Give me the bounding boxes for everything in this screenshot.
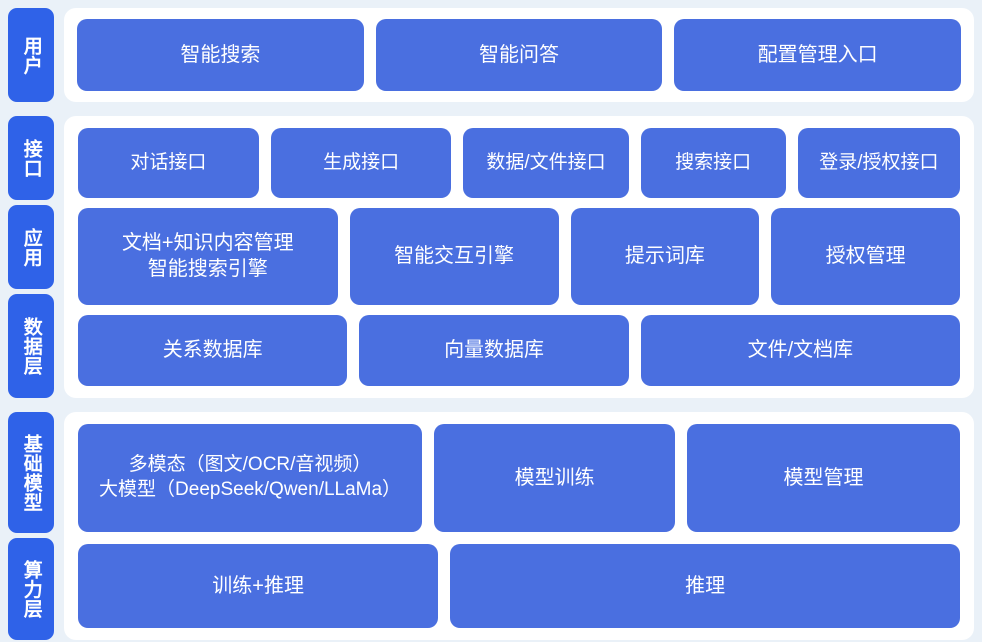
band-platform-panel: 对话接口 生成接口 数据/文件接口 搜索接口 登录/授权接口 文档+知识内容管理… <box>64 116 974 398</box>
box-training-plus-inference[interactable]: 训练+推理 <box>78 543 439 628</box>
box-model-training[interactable]: 模型训练 <box>434 424 676 532</box>
box-inference[interactable]: 推理 <box>450 543 960 628</box>
box-authorization-management[interactable]: 授权管理 <box>771 207 960 305</box>
box-config-management-entry[interactable]: 配置管理入口 <box>674 19 962 91</box>
layer-tab-application[interactable]: 应用 <box>8 205 54 290</box>
box-relational-database[interactable]: 关系数据库 <box>78 314 348 387</box>
box-doc-knowledge-management-line2: 智能搜索引擎 <box>147 258 268 281</box>
layer-tab-data[interactable]: 数据层 <box>8 294 54 399</box>
row-user-entries: 智能搜索 智能问答 配置管理入口 <box>77 19 962 91</box>
box-multimodal-large-model-line2: 大模型（DeepSeek/Qwen/LLaMa） <box>99 478 402 500</box>
box-login-auth-api[interactable]: 登录/授权接口 <box>797 128 960 198</box>
box-file-document-store[interactable]: 文件/文档库 <box>640 314 960 387</box>
band-platform: 接口 应用 数据层 对话接口 生成接口 数据/文件接口 搜索接口 登录/授权接口… <box>8 116 974 399</box>
box-doc-knowledge-management-line1: 文档+知识内容管理 <box>121 232 294 255</box>
box-multimodal-large-model-line1: 多模态（图文/OCR/音视频） <box>128 454 372 476</box>
band-user-panel: 智能搜索 智能问答 配置管理入口 <box>64 8 974 102</box>
layer-tab-foundation-model[interactable]: 基础模型 <box>8 412 54 534</box>
box-data-file-api[interactable]: 数据/文件接口 <box>463 128 629 198</box>
box-vector-database[interactable]: 向量数据库 <box>359 314 629 387</box>
box-prompt-library[interactable]: 提示词库 <box>570 207 760 305</box>
row-application: 文档+知识内容管理智能搜索引擎 智能交互引擎 提示词库 授权管理 <box>78 207 960 305</box>
box-multimodal-large-model[interactable]: 多模态（图文/OCR/音视频）大模型（DeepSeek/Qwen/LLaMa） <box>78 424 423 532</box>
layer-tab-compute-power[interactable]: 算力层 <box>8 538 54 640</box>
layer-tab-interface[interactable]: 接口 <box>8 116 54 201</box>
layer-tab-user[interactable]: 用户 <box>8 8 54 102</box>
box-model-management[interactable]: 模型管理 <box>687 424 960 532</box>
box-generation-api[interactable]: 生成接口 <box>270 128 452 198</box>
band-foundation-panel: 多模态（图文/OCR/音视频）大模型（DeepSeek/Qwen/LLaMa） … <box>64 412 974 640</box>
row-model: 多模态（图文/OCR/音视频）大模型（DeepSeek/Qwen/LLaMa） … <box>78 424 960 532</box>
box-smart-interaction-engine[interactable]: 智能交互引擎 <box>349 207 559 305</box>
row-data: 关系数据库 向量数据库 文件/文档库 <box>78 314 960 387</box>
box-dialog-api[interactable]: 对话接口 <box>78 128 259 198</box>
band-foundation-tab-column: 基础模型 算力层 <box>8 412 54 640</box>
row-compute: 训练+推理 推理 <box>78 543 960 628</box>
box-smart-qa[interactable]: 智能问答 <box>375 19 663 91</box>
box-doc-knowledge-management[interactable]: 文档+知识内容管理智能搜索引擎 <box>78 207 338 305</box>
band-user-tab-column: 用户 <box>8 8 54 102</box>
box-smart-search[interactable]: 智能搜索 <box>77 19 364 91</box>
band-user: 用户 智能搜索 智能问答 配置管理入口 <box>8 8 974 102</box>
band-foundation: 基础模型 算力层 多模态（图文/OCR/音视频）大模型（DeepSeek/Qwe… <box>8 412 974 640</box>
band-platform-tab-column: 接口 应用 数据层 <box>8 116 54 399</box>
box-search-api[interactable]: 搜索接口 <box>640 128 786 198</box>
row-interface: 对话接口 生成接口 数据/文件接口 搜索接口 登录/授权接口 <box>78 128 960 198</box>
